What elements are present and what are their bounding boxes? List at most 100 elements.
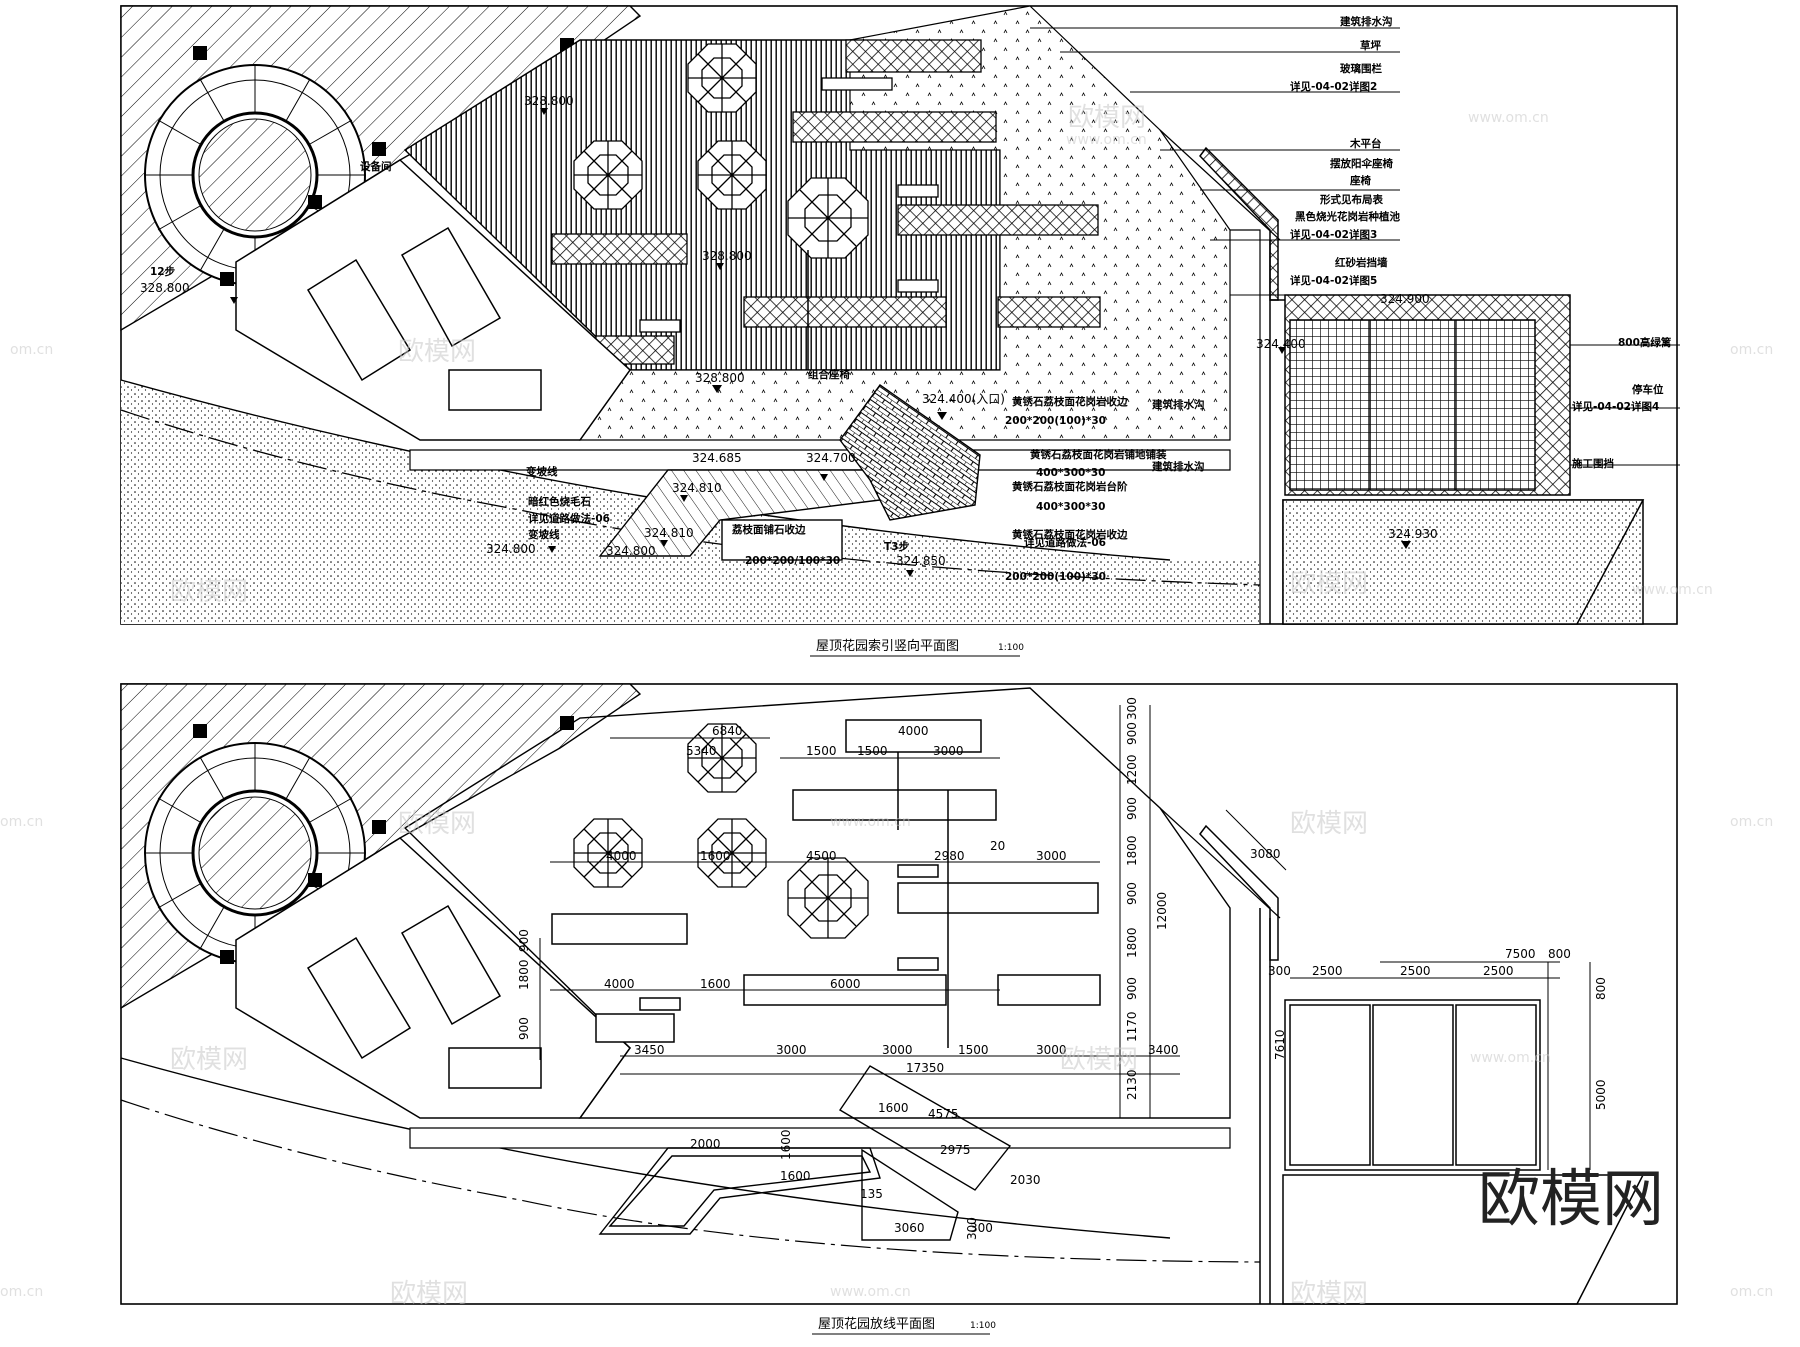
callout-text: 200*200(100)*30 bbox=[1005, 415, 1106, 427]
callout-text: 黄锈石荔枝面花岗岩台阶 bbox=[1012, 480, 1128, 493]
dimension-label: 6840 bbox=[712, 724, 743, 738]
watermark-url: om.cn bbox=[1730, 342, 1773, 358]
dimension-labels-vertical: 300 900 1200 900 1800 900 1800 900 1170 … bbox=[517, 697, 1608, 1240]
dimension-label: 7610 bbox=[1273, 1029, 1287, 1060]
walk-band-bottom bbox=[409, 1127, 1231, 1149]
watermark-text: 欧模网 bbox=[398, 337, 476, 367]
column-markers-bottom bbox=[193, 716, 574, 964]
callout-text: 详见道路做法-06 bbox=[528, 512, 610, 525]
watermark-url: om.cn bbox=[0, 814, 43, 830]
callouts-left: 变坡线 暗红色烧毛石 详见道路做法-06 变坡线 bbox=[526, 465, 610, 541]
left-boxes-top bbox=[235, 159, 631, 441]
dimension-label: 3000 bbox=[776, 1043, 807, 1057]
umbrellas-bottom bbox=[573, 723, 869, 939]
callout-text: 详见-04-02详图3 bbox=[1290, 228, 1377, 241]
road-bottom bbox=[120, 1057, 1261, 1263]
dimension-label: 17350 bbox=[906, 1061, 944, 1075]
parking-top bbox=[1159, 129, 1645, 625]
dimension-label: 3000 bbox=[1036, 1043, 1067, 1057]
dimension-label: 3000 bbox=[882, 1043, 913, 1057]
watermark-url: om.cn bbox=[0, 1284, 43, 1300]
elevation-label: 328.800 bbox=[140, 281, 190, 295]
dimension-label: 4500 bbox=[806, 849, 837, 863]
dimension-label: 1500 bbox=[857, 744, 888, 758]
watermark-url: www.om.cn bbox=[1468, 110, 1549, 126]
dimension-label: 1600 bbox=[780, 1169, 811, 1183]
elevation-label: 324.685 bbox=[692, 451, 742, 465]
elevation-label: 324.800 bbox=[606, 544, 656, 558]
column-markers-top bbox=[193, 38, 574, 286]
dimension-label: 3450 bbox=[634, 1043, 665, 1057]
dimension-label: 1600 bbox=[700, 849, 731, 863]
step-planters-bottom bbox=[598, 1065, 1012, 1241]
callout-text: 黑色烧光花岗岩种植池 bbox=[1295, 210, 1400, 223]
elevation-label: 328.800 bbox=[695, 371, 745, 385]
planters-top bbox=[551, 39, 1101, 365]
callout-text: 12步 bbox=[150, 265, 176, 278]
plan-scale: 1:100 bbox=[970, 1321, 996, 1331]
dimension-label: 1600 bbox=[878, 1101, 909, 1115]
right-wall-top bbox=[1230, 229, 1261, 624]
watermarks: 欧模网 www.om.cn www.om.cn 欧模网 欧模网 欧模网 om.c… bbox=[0, 103, 1773, 1309]
plan-title: 屋顶花园放线平面图 bbox=[818, 1316, 935, 1332]
dimension-label: 1500 bbox=[806, 744, 837, 758]
plan-scale: 1:100 bbox=[998, 643, 1024, 653]
watermark-url: om.cn bbox=[1730, 1284, 1773, 1300]
dimension-label: 300 bbox=[965, 1217, 979, 1240]
watermark-text: 欧模网 bbox=[1290, 809, 1368, 839]
dimension-label: 2130 bbox=[1125, 1069, 1139, 1100]
dimension-label: 6000 bbox=[830, 977, 861, 991]
umbrellas-top bbox=[573, 43, 869, 259]
watermark-logo: 欧模网 bbox=[1478, 1162, 1664, 1235]
callout-text: 木平台 bbox=[1349, 137, 1382, 150]
watermark-url: www.om.cn bbox=[1066, 132, 1147, 148]
watermark-text: 欧模网 bbox=[390, 1279, 468, 1309]
plan-top: 328.800 328.800 328.800 328.800 324.400(… bbox=[120, 5, 1680, 657]
callout-text: 摆放阳伞座椅 bbox=[1330, 157, 1393, 170]
callout-text: 荔枝面铺石收边 bbox=[731, 523, 806, 536]
callout-text: 施工围挡 bbox=[1572, 457, 1614, 470]
callout-text: 200*200/100*30 bbox=[745, 555, 840, 567]
callout-text: 详见-04-02详图4 bbox=[1572, 400, 1659, 413]
dimension-label: 1600 bbox=[779, 1129, 793, 1160]
callout-text: 红砂岩挡墙 bbox=[1335, 256, 1388, 269]
dimension-label: 1500 bbox=[958, 1043, 989, 1057]
callout-text: 建筑排水沟 bbox=[1339, 15, 1393, 28]
dimension-label: 1600 bbox=[700, 977, 731, 991]
callout-text: 组合座椅 bbox=[808, 368, 850, 381]
dimension-label: 2980 bbox=[934, 849, 965, 863]
dimension-label: 4000 bbox=[606, 849, 637, 863]
watermark-url: www.om.cn bbox=[1632, 582, 1713, 598]
callout-text: 400*300*30 bbox=[1036, 501, 1105, 513]
callout-text: T3步 bbox=[884, 540, 909, 553]
dimension-label: 900 bbox=[517, 929, 531, 952]
elevation-label: 324.400 bbox=[1256, 337, 1306, 351]
dimension-label: 1200 bbox=[1125, 754, 1139, 785]
dimension-label: 1800 bbox=[1125, 927, 1139, 958]
elevation-markers-top bbox=[230, 108, 1411, 577]
elevation-label: 324.900 bbox=[1380, 292, 1430, 306]
dimension-label: 900 bbox=[1125, 882, 1139, 905]
dimension-label: 4575 bbox=[928, 1107, 959, 1121]
dimension-label: 2500 bbox=[1483, 964, 1514, 978]
dimension-label: 135 bbox=[860, 1187, 883, 1201]
watermark-text: 欧模网 bbox=[1068, 103, 1146, 133]
callouts-right: 建筑排水沟 草坪 玻璃围栏 详见-04-02详图2 木平台 摆放阳伞座椅 座椅 … bbox=[1290, 15, 1400, 287]
callout-text: 建筑排水沟 bbox=[1151, 460, 1205, 473]
dimension-label: 900 bbox=[1125, 797, 1139, 820]
callout-text: 暗红色烧毛石 bbox=[528, 495, 591, 508]
plan-bottom: 6840 5340 1500 1500 3000 4000 4000 1600 … bbox=[120, 683, 1678, 1335]
dimension-label: 1800 bbox=[1125, 835, 1139, 866]
elevation-label: 324.400(入口) bbox=[922, 392, 1005, 406]
elevation-label: 324.810 bbox=[672, 481, 722, 495]
dimension-label: 3060 bbox=[894, 1221, 925, 1235]
dimension-label: 900 bbox=[517, 1017, 531, 1040]
dimension-label: 2000 bbox=[690, 1137, 721, 1151]
elevation-label: 328.800 bbox=[524, 94, 574, 108]
left-boxes-bottom bbox=[235, 837, 631, 1119]
watermark-text: 欧模网 bbox=[1290, 1279, 1368, 1309]
callout-text: 变坡线 bbox=[528, 528, 560, 541]
callout-text: 黄锈石荔枝面花岗岩收边 bbox=[1012, 395, 1128, 408]
dimension-label: 300 bbox=[970, 1221, 993, 1235]
